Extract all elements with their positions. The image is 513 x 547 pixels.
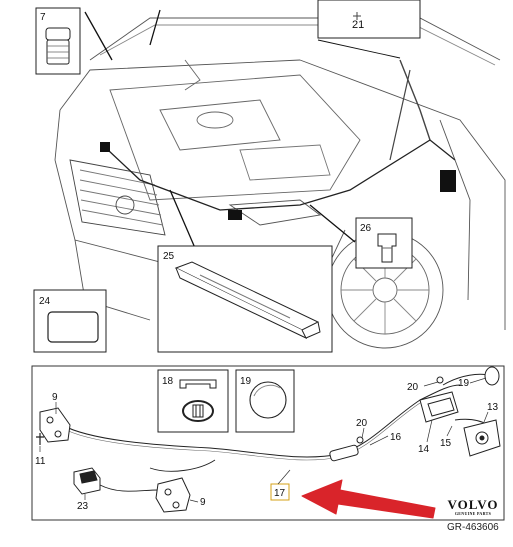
pad-part-icon	[47, 311, 99, 343]
logo-subtext: GENUINE PARTS	[454, 511, 492, 516]
callout-box-18: 18	[157, 369, 229, 433]
grommet-part-icon	[179, 379, 217, 422]
callout-14-label: 14	[418, 444, 430, 455]
cap-part-icon	[45, 27, 71, 65]
plug-part-icon	[249, 381, 287, 419]
red-pointer-arrow-icon	[301, 479, 436, 519]
callout-19-box-label: 19	[240, 376, 252, 387]
callout-11-label: 11	[35, 456, 46, 467]
panel-callout-labels: 9 11 23 9 20 16 14 15 13 20 19	[35, 378, 499, 512]
callout-20-mid-label: 20	[356, 418, 368, 429]
callout-box-24: 24	[33, 289, 107, 353]
callout-7-label: 7	[40, 12, 46, 23]
callout-25-label: 25	[163, 251, 175, 262]
seal-strip-part-icon	[174, 261, 321, 340]
callout-15-label: 15	[440, 438, 452, 449]
callout-16-label: 16	[390, 432, 402, 443]
callout-box-21: 21	[317, 0, 421, 39]
callout-9-top-label: 9	[52, 392, 58, 403]
diagram-reference: GR-463606	[447, 522, 499, 533]
callout-9-bottom-label: 9	[200, 497, 206, 508]
callout-box-25: 25	[157, 245, 333, 353]
callout-box-26: 26	[355, 217, 413, 269]
clip-part-icon	[377, 233, 397, 263]
callout-21-label: 21	[352, 19, 364, 31]
callout-13-label: 13	[487, 402, 499, 413]
leader-lines	[39, 377, 489, 503]
callout-18-label: 18	[162, 376, 174, 387]
car-illustration	[54, 9, 506, 349]
callout-17-highlight: 17	[270, 469, 291, 501]
logo-text: VOLVO	[447, 497, 499, 512]
callout-23-label: 23	[77, 501, 89, 512]
callout-24-label: 24	[39, 296, 51, 307]
callout-box-7: 7	[35, 7, 81, 75]
callout-19-top-label: 19	[458, 378, 470, 389]
callout-17-label: 17	[274, 488, 286, 499]
callout-box-19: 19	[235, 369, 295, 433]
release-cable-assembly	[36, 366, 501, 513]
callout-26-label: 26	[360, 223, 372, 234]
highlight-box	[270, 483, 290, 501]
volvo-logo: VOLVO GENUINE PARTS	[443, 498, 503, 516]
callout-20-top-label: 20	[407, 382, 419, 393]
